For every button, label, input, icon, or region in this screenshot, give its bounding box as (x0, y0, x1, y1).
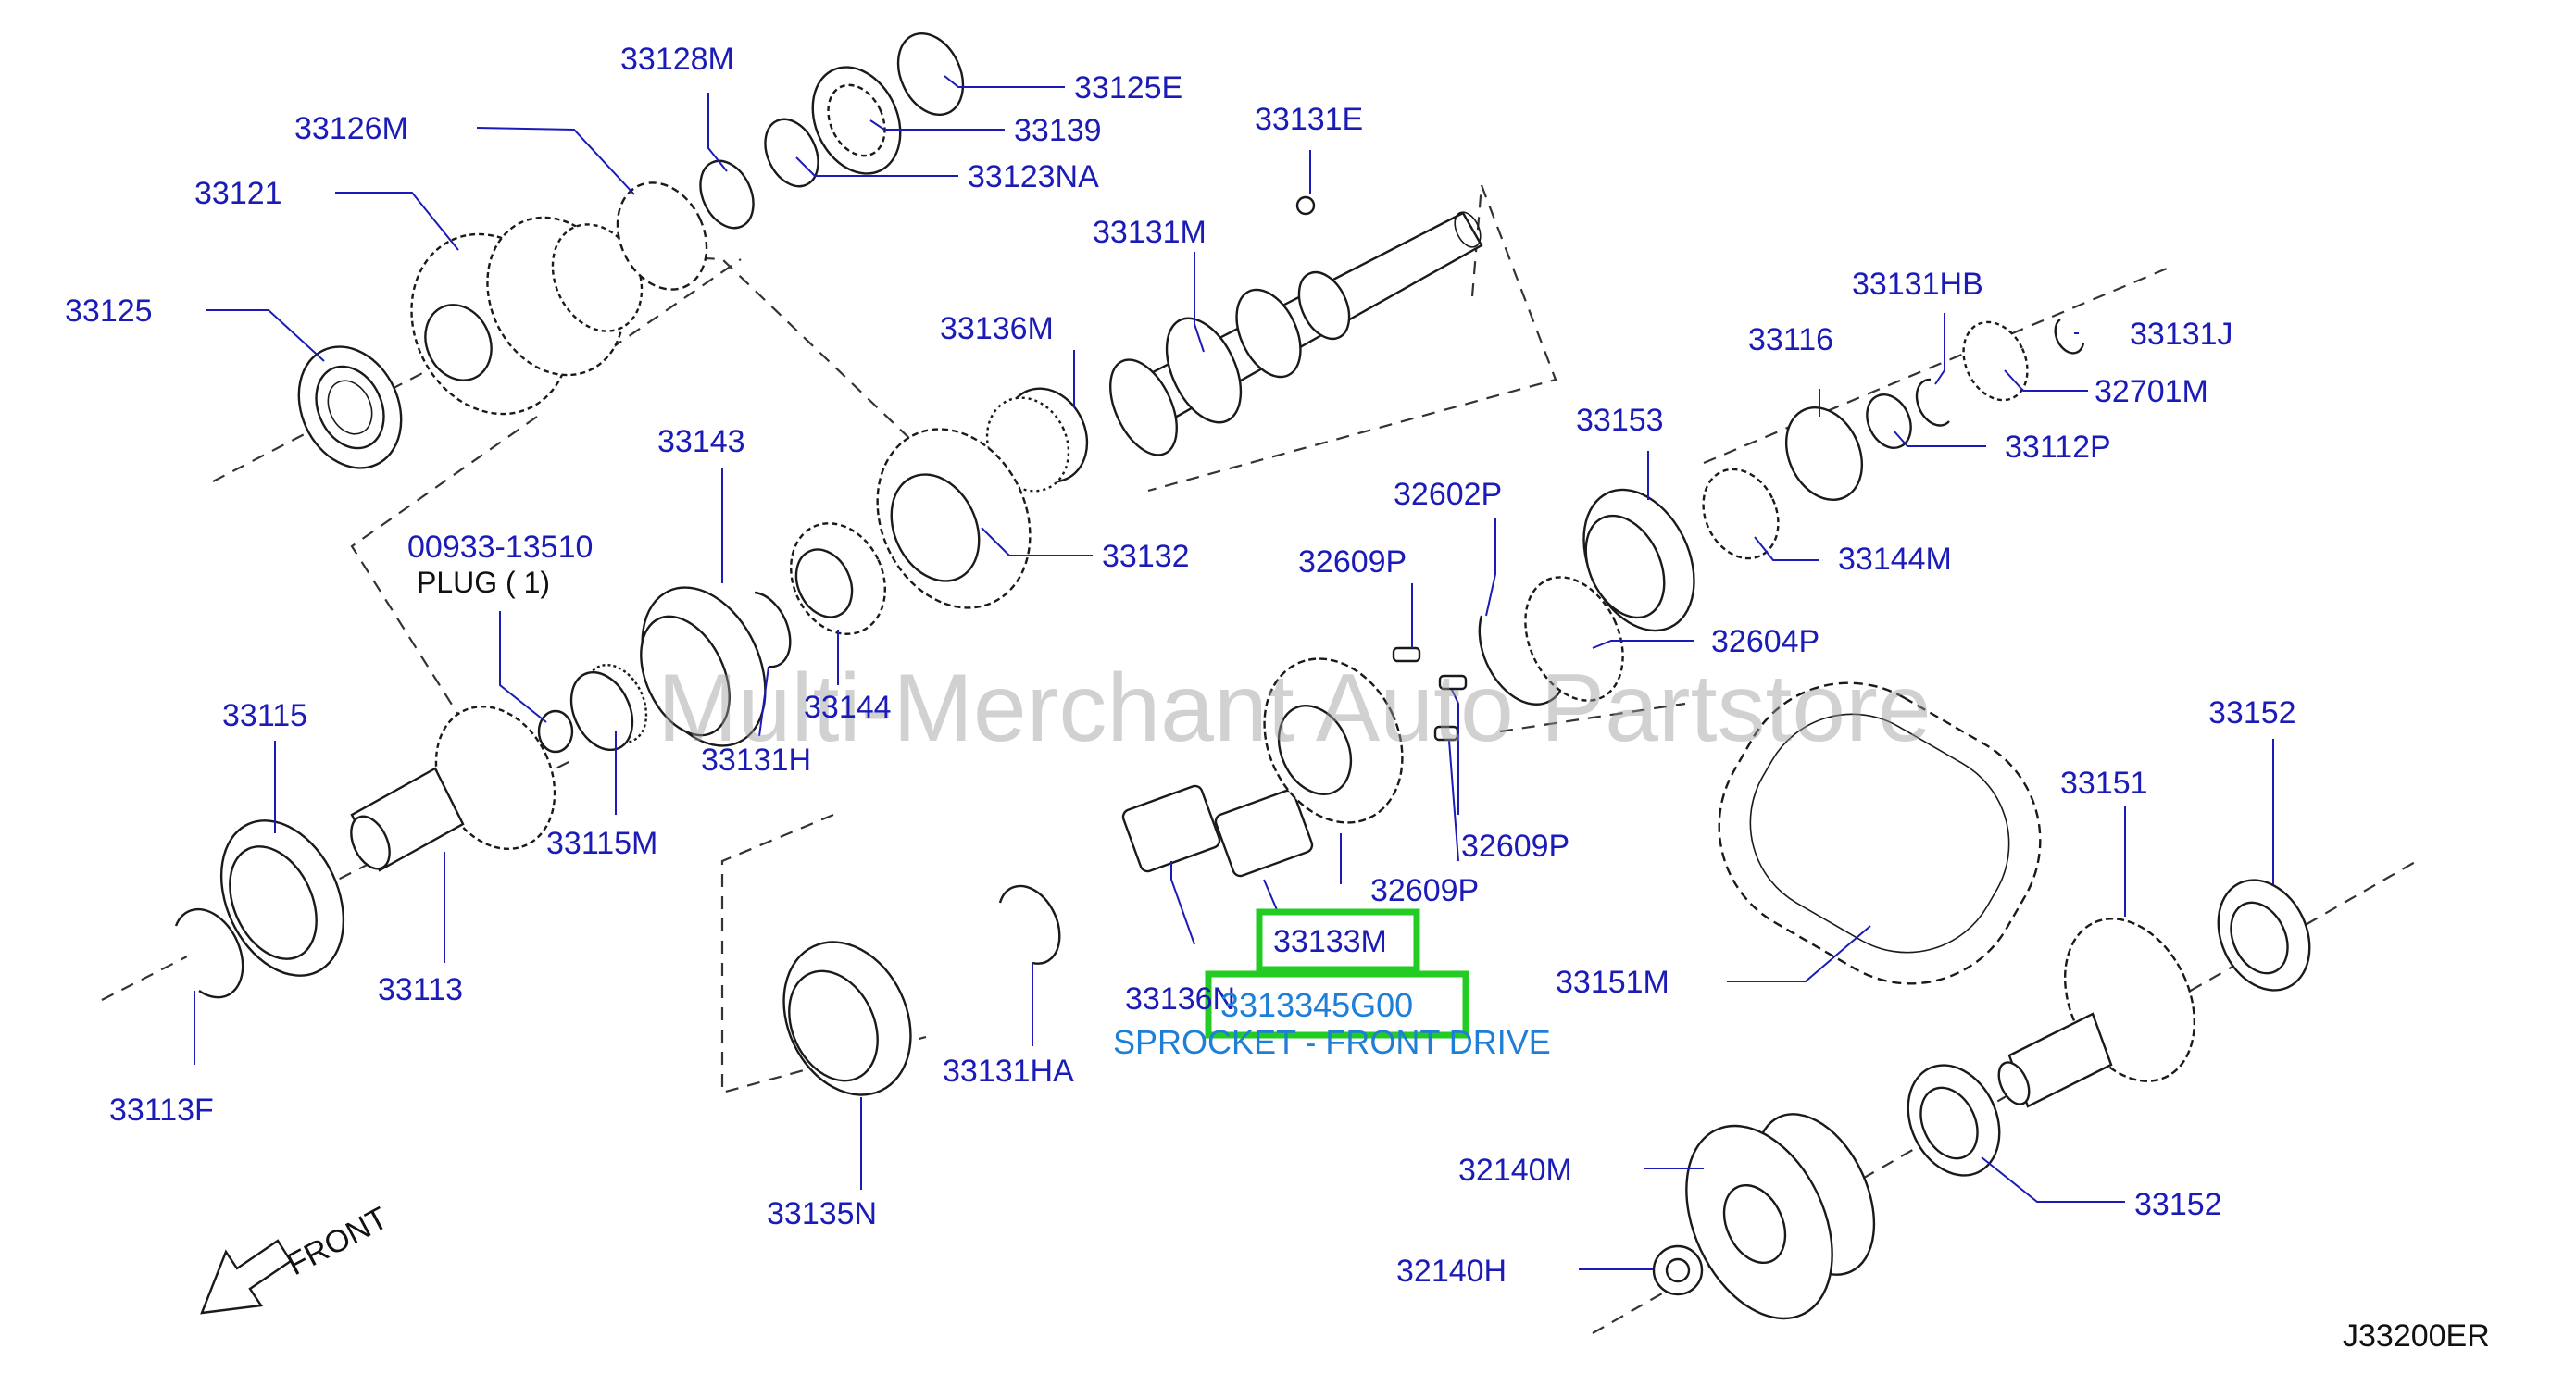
label-32609P-c[interactable]: 32609P (1370, 873, 1479, 908)
label-32602P[interactable]: 32602P (1394, 477, 1502, 512)
bearing-33125-drawing (297, 345, 403, 469)
snap-ring-33131H-drawing (754, 591, 792, 668)
label-33136M[interactable]: 33136M (940, 311, 1054, 346)
bearing-33115-drawing (219, 819, 345, 977)
label-33131HB[interactable]: 33131HB (1852, 267, 1983, 302)
label-32701M[interactable]: 32701M (2095, 374, 2208, 409)
snap-ring-33131HB-drawing (1915, 378, 1950, 427)
label-33144[interactable]: 33144 (804, 690, 892, 725)
nut-32140H-drawing (1652, 1244, 1704, 1296)
sprocket-33133M-drawing (1263, 657, 1404, 824)
label-33135N[interactable]: 33135N (767, 1196, 877, 1231)
label-33136N[interactable]: 33136N (1125, 981, 1235, 1017)
bearing-33139-drawing (811, 66, 902, 175)
front-arrow-icon (200, 1239, 293, 1315)
label-33115M[interactable]: 33115M (546, 826, 657, 861)
label-00933-13510[interactable]: 00933-13510 (407, 530, 593, 565)
part-labels: 33128M 33125E 33126M 33139 33123NA 33131… (65, 42, 2490, 1354)
ring-33112P-drawing (1866, 393, 1912, 449)
highlight-box-part-number (1205, 970, 1469, 1039)
plug-drawing (537, 709, 574, 754)
label-33151[interactable]: 33151 (2060, 766, 2148, 801)
label-33131H[interactable]: 33131H (701, 743, 811, 778)
gear-33132-drawing (876, 428, 1032, 609)
shaft-33151-drawing (1997, 918, 2196, 1108)
shaft-33131M-drawing (1109, 211, 1483, 456)
label-33131HA[interactable]: 33131HA (943, 1054, 1074, 1089)
label-33126M[interactable]: 33126M (294, 111, 408, 146)
label-33128M[interactable]: 33128M (620, 42, 734, 77)
label-33112P[interactable]: 33112P (2005, 430, 2111, 465)
highlight-box-33133M (1256, 908, 1420, 973)
gear-33144M-drawing (1702, 468, 1780, 560)
label-front: FRONT (281, 1201, 394, 1283)
flange-32140M-drawing (1685, 1113, 1876, 1320)
gear-33113-drawing (350, 705, 556, 872)
gear-32701M-drawing (1962, 320, 2029, 402)
label-32609P-a[interactable]: 32609P (1298, 544, 1407, 580)
gear-33144-drawing (790, 522, 886, 635)
label-32140H[interactable]: 32140H (1396, 1254, 1507, 1289)
snap-ring-33131J-drawing (2054, 319, 2085, 355)
label-33144M[interactable]: 33144M (1838, 542, 1952, 577)
label-33116[interactable]: 33116 (1748, 322, 1833, 357)
snap-ring-33113F-drawing (174, 907, 244, 999)
label-33143[interactable]: 33143 (657, 424, 745, 459)
parts-drawing (101, 31, 2418, 1334)
bearing-33116-drawing (1784, 406, 1864, 501)
bearing-33135N-drawing (782, 941, 912, 1096)
label-33131E[interactable]: 33131E (1255, 102, 1363, 137)
label-33125[interactable]: 33125 (65, 294, 153, 329)
chain-33151M-drawing (1718, 681, 2042, 985)
washer-33125E-drawing (896, 31, 965, 117)
snap-ring-33131HA-drawing (998, 884, 1061, 965)
needle-bearing-33115M-drawing (569, 663, 648, 752)
watermark-text: Multi-Merchant Auto Partstore (657, 655, 1932, 762)
label-33121[interactable]: 33121 (194, 176, 282, 211)
label-33115[interactable]: 33115 (222, 698, 307, 733)
gear-33121-drawing (410, 216, 644, 416)
bearing-33152-a-drawing (2217, 879, 2311, 992)
needle-bearing-33136M-drawing (985, 387, 1089, 493)
pin-32609P-b-drawing (1438, 674, 1468, 691)
leader-lines (194, 75, 2274, 1270)
label-33131M[interactable]: 33131M (1093, 215, 1207, 250)
label-33152-b[interactable]: 33152 (2134, 1187, 2222, 1222)
label-33151M[interactable]: 33151M (1556, 965, 1669, 1000)
label-33123NA[interactable]: 33123NA (968, 159, 1099, 194)
label-33113[interactable]: 33113 (378, 972, 463, 1007)
ball-33131E-drawing (1295, 195, 1316, 216)
ring-32602P-drawing (1478, 615, 1567, 706)
ring-33123NA-drawing (764, 118, 819, 188)
gear-32604P-drawing (1524, 576, 1624, 702)
label-part-number[interactable]: 3313345G00 (1220, 986, 1413, 1024)
label-33133M[interactable]: 33133M (1273, 924, 1387, 959)
gear-33126M-drawing (616, 181, 708, 291)
pin-32609P-a-drawing (1392, 646, 1421, 663)
label-33132[interactable]: 33132 (1102, 539, 1190, 574)
label-33152-a[interactable]: 33152 (2208, 695, 2296, 731)
label-33153[interactable]: 33153 (1576, 403, 1664, 438)
label-33125E[interactable]: 33125E (1074, 70, 1182, 106)
bearing-33152-b-drawing (1907, 1064, 2001, 1177)
ring-33128M-drawing (699, 159, 755, 230)
label-plug-note: PLUG ( 1) (417, 566, 550, 599)
label-diagram-ref: J33200ER (2343, 1318, 2490, 1354)
label-part-description: SPROCKET - FRONT DRIVE (1113, 1023, 1551, 1061)
label-33131J[interactable]: 33131J (2130, 317, 2233, 352)
sleeve-33153-drawing (1582, 488, 1695, 632)
label-32604P[interactable]: 32604P (1711, 624, 1819, 659)
label-32140M[interactable]: 32140M (1458, 1153, 1572, 1188)
needle-bearing-33136N-drawing (1121, 784, 1314, 878)
sleeve-33143-drawing (640, 586, 767, 747)
label-33113F[interactable]: 33113F (109, 1093, 214, 1128)
label-33139[interactable]: 33139 (1014, 113, 1102, 148)
label-32609P-b[interactable]: 32609P (1461, 829, 1569, 864)
